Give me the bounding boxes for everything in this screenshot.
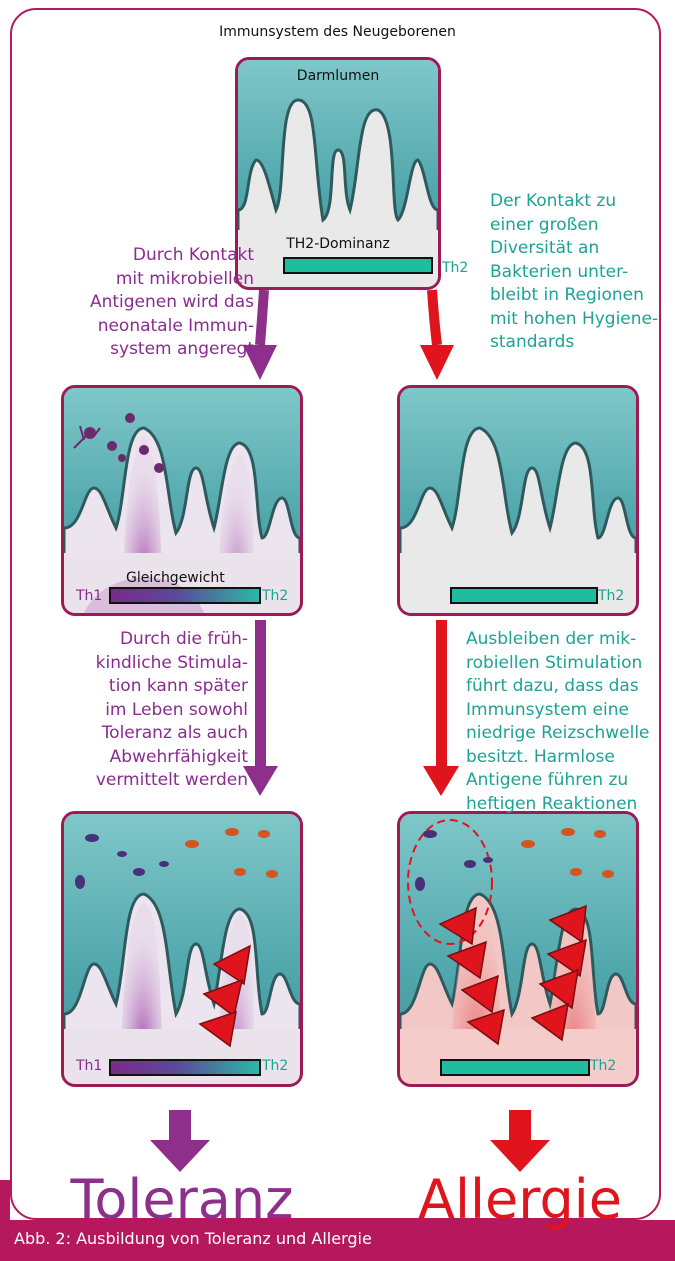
annotation-early-stimulation: Durch die früh- kindliche Stimula- tion … bbox=[40, 628, 248, 793]
arrow-allergie-stem bbox=[509, 1110, 531, 1142]
th1-th2-balance-bar bbox=[109, 587, 261, 604]
annotation-line: kindliche Stimula- bbox=[40, 652, 248, 676]
annotation-line: heftigen Reaktionen bbox=[466, 793, 666, 817]
th2-label: Th2 bbox=[590, 1058, 616, 1074]
panel-newborn: Darmlumen TH2-Dominanz bbox=[235, 57, 441, 290]
outcome-toleranz: Toleranz bbox=[68, 1168, 296, 1231]
panel-unstimulated bbox=[397, 385, 639, 616]
annotation-line: niedrige Reizschwelle bbox=[466, 722, 666, 746]
arrow-red-long bbox=[436, 620, 447, 768]
th1-th2-balance-bar bbox=[109, 1059, 261, 1076]
panel-stimulated: Gleichgewicht bbox=[61, 385, 303, 616]
annotation-line: besitzt. Harmlose bbox=[466, 746, 666, 770]
arrow-red-curved-head bbox=[420, 345, 454, 380]
th2-label: Th2 bbox=[262, 1058, 288, 1074]
th2-bar bbox=[450, 587, 598, 604]
annotation-line: Toleranz als auch bbox=[40, 722, 248, 746]
th2-label: Th2 bbox=[262, 588, 288, 604]
villi-unstimulated-illustration bbox=[400, 388, 636, 613]
annotation-line: Immunsystem eine bbox=[466, 699, 666, 723]
outcome-allergie: Allergie bbox=[410, 1168, 630, 1231]
annotation-line: Antigenen wird das bbox=[40, 291, 254, 315]
th2-label: Th2 bbox=[598, 588, 624, 604]
th2-bar bbox=[440, 1059, 590, 1076]
annotation-line: mit hohen Hygiene- bbox=[490, 308, 670, 332]
arrow-toleranz-stem bbox=[169, 1110, 191, 1142]
arrow-purple-long bbox=[255, 620, 266, 768]
balance-label: Gleichgewicht bbox=[126, 570, 225, 586]
annotation-line: führt dazu, dass das bbox=[466, 675, 666, 699]
annotation-line: bleibt in Regionen bbox=[490, 284, 670, 308]
annotation-line: neonatale Immun- bbox=[40, 315, 254, 339]
panel-tolerance bbox=[61, 811, 303, 1087]
villi-allergy-illustration bbox=[400, 814, 636, 1084]
annotation-neonatal-stimulation: Durch Kontakt mit mikrobiellen Antigenen… bbox=[40, 244, 254, 362]
th2-bar bbox=[283, 257, 433, 274]
annotation-line: vermittelt werden bbox=[40, 769, 248, 793]
annotation-line: Abwehrfähigkeit bbox=[40, 746, 248, 770]
annotation-line: system angeregt bbox=[40, 338, 254, 362]
villi-illustration bbox=[238, 60, 438, 287]
darmlumen-label: Darmlumen bbox=[238, 68, 438, 84]
annotation-line: Ausbleiben der mik- bbox=[466, 628, 666, 652]
arrow-red-curved bbox=[432, 290, 437, 345]
annotation-line: mit mikrobiellen bbox=[40, 268, 254, 292]
th2-label: Th2 bbox=[442, 260, 468, 276]
annotation-line: tion kann später bbox=[40, 675, 248, 699]
annotation-hygiene: Der Kontakt zu einer großen Diversität a… bbox=[490, 190, 670, 355]
annotation-missing-stimulation: Ausbleiben der mik- robiellen Stimulatio… bbox=[466, 628, 666, 816]
annotation-line: robiellen Stimulation bbox=[466, 652, 666, 676]
annotation-line: Bakterien unter- bbox=[490, 261, 670, 285]
th1-label: Th1 bbox=[76, 588, 102, 604]
annotation-line: im Leben sowohl bbox=[40, 699, 248, 723]
annotation-line: Antigene führen zu bbox=[466, 769, 666, 793]
annotation-line: Durch die früh- bbox=[40, 628, 248, 652]
villi-tolerance-illustration bbox=[64, 814, 300, 1084]
annotation-line: Der Kontakt zu bbox=[490, 190, 670, 214]
annotation-line: Durch Kontakt bbox=[40, 244, 254, 268]
annotation-line: Diversität an bbox=[490, 237, 670, 261]
arrow-purple-curved bbox=[260, 290, 264, 345]
arrow-purple-long-head bbox=[243, 766, 278, 796]
annotation-line: einer großen bbox=[490, 214, 670, 238]
th1-label: Th1 bbox=[76, 1058, 102, 1074]
annotation-line: standards bbox=[490, 331, 670, 355]
arrow-red-long-head bbox=[423, 766, 459, 796]
panel-allergy bbox=[397, 811, 639, 1087]
th2-dominance-label: TH2-Dominanz bbox=[238, 236, 438, 252]
